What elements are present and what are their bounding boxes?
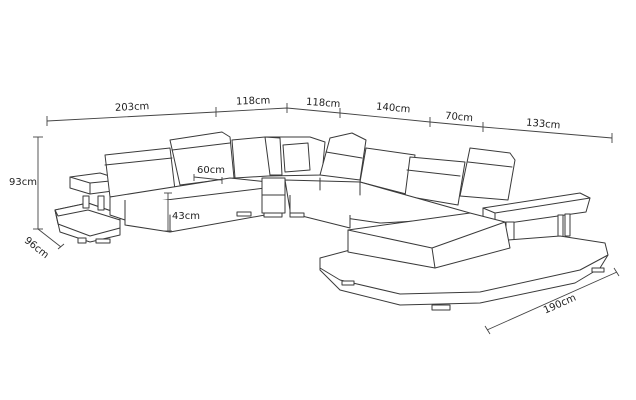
left-sofa-section bbox=[95, 131, 269, 244]
top-dimension-line bbox=[46, 103, 613, 143]
seat-depth-dimension bbox=[193, 174, 223, 184]
depth-dimension-line bbox=[37, 228, 65, 250]
right-middle-sofa-section bbox=[284, 132, 471, 229]
width-label-118-a: 118cm bbox=[235, 95, 271, 108]
right-sofa-section bbox=[459, 147, 591, 241]
seat-height-label: 43cm bbox=[172, 211, 200, 222]
chaise-dimension-line bbox=[484, 267, 620, 335]
seat-depth-label: 60cm bbox=[197, 165, 225, 176]
chaise-lounge bbox=[319, 212, 609, 311]
seat-height-dimension bbox=[164, 192, 172, 232]
corner-sofa-section bbox=[231, 136, 326, 218]
width-label-203: 203cm bbox=[114, 101, 150, 114]
height-label: 93cm bbox=[9, 177, 37, 188]
